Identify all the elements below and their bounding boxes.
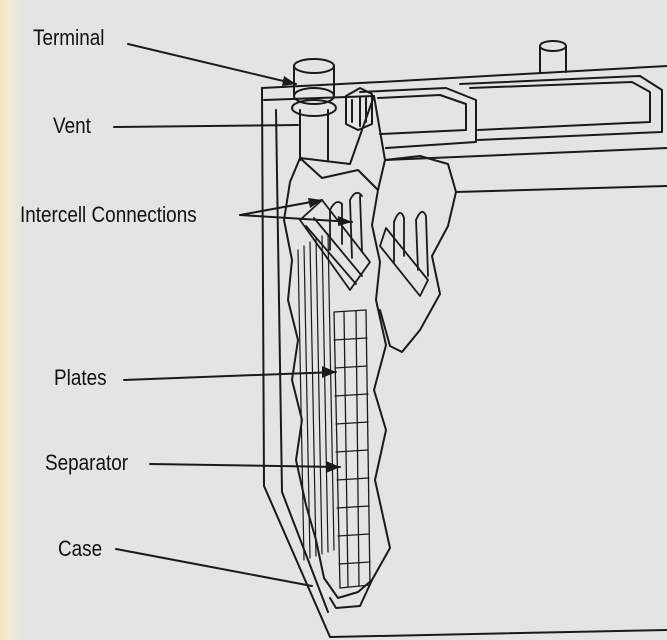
plates-left (297, 233, 335, 561)
separator-grid (333, 309, 371, 589)
label-terminal: Terminal (33, 25, 105, 50)
leader-plates (123, 371, 337, 381)
leader-terminal (127, 43, 297, 85)
label-vent: Vent (53, 113, 91, 138)
leader-vent (113, 124, 299, 128)
leader-intercell-a (239, 199, 323, 216)
leader-separator (149, 463, 341, 468)
battery-case (261, 65, 667, 638)
vent-cap (345, 87, 373, 131)
cutaway-edge (283, 155, 667, 609)
intercell-strap (299, 191, 429, 297)
cell-cover (359, 40, 663, 149)
label-case: Case (58, 536, 103, 561)
leader-arrowheads (282, 76, 352, 473)
leader-lines (113, 43, 353, 587)
leader-intercell-b (239, 214, 353, 223)
label-plates: Plates (54, 365, 107, 390)
terminal-post (291, 58, 337, 161)
label-separator: Separator (45, 450, 129, 475)
label-intercell-connections: Intercell Connections (20, 202, 197, 227)
leader-case (115, 548, 313, 587)
